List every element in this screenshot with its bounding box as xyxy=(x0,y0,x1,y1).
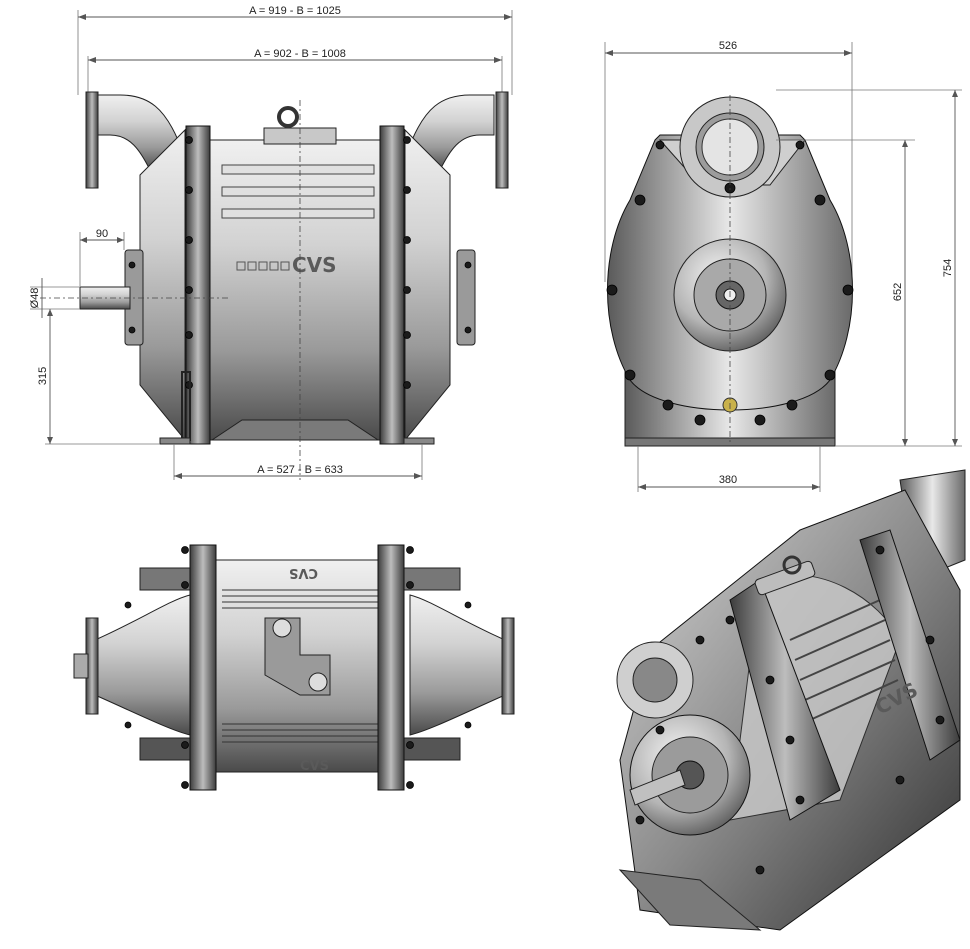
right-flange xyxy=(495,91,509,189)
dim-base-label: 380 xyxy=(719,474,737,486)
dim-shaft-height-label: 315 xyxy=(37,367,49,385)
dim-feet-label: A = 527 - B = 633 xyxy=(257,464,343,476)
isometric-view: CVS xyxy=(616,469,966,931)
front-view: CVS xyxy=(30,10,513,480)
dim-width-label: 526 xyxy=(719,40,737,52)
right-band xyxy=(379,125,405,445)
dim-height-754-label: 754 xyxy=(942,259,954,277)
brand-text-top: CVS xyxy=(300,759,329,774)
brand-text-top-mirrored: CVS xyxy=(289,565,318,580)
dim-overall-label: A = 919 - B = 1025 xyxy=(249,5,341,17)
dim-flanges-label: A = 902 - B = 1008 xyxy=(254,48,346,60)
brand-text-front: CVS xyxy=(292,253,337,277)
top-view: CVS CVS xyxy=(73,544,515,791)
dim-shaft-length-label: 90 xyxy=(96,228,108,240)
brand-logo-top: CVS CVS xyxy=(289,565,329,774)
lifting-eye xyxy=(277,106,299,128)
dim-shaft-diameter-label: Ø48 xyxy=(29,288,41,309)
dim-height-652-label: 652 xyxy=(892,283,904,301)
side-view xyxy=(604,42,962,492)
brand-logo-front: CVS xyxy=(236,253,337,277)
pump-body xyxy=(207,139,383,441)
left-flange xyxy=(85,91,99,189)
